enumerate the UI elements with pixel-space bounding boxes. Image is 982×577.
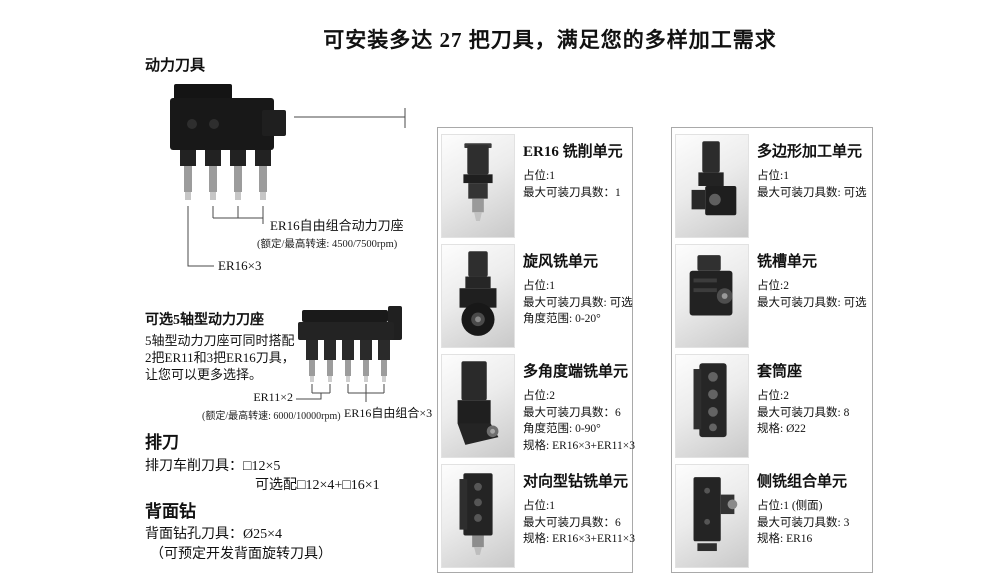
unit-column-1: ER16 铣削单元 占位:1 最大可装刀具数：1 旋风铣单元 占位:1 最 bbox=[437, 127, 635, 573]
unit-spec: 最大可装刀具数：6 bbox=[523, 516, 621, 529]
unit-spec: 角度范围: 0-90° bbox=[523, 423, 601, 435]
unit-title: 套筒座 bbox=[757, 364, 803, 380]
unit-spec: 最大可装刀具数: 可选 bbox=[757, 186, 867, 199]
polygon-machining-unit-image bbox=[675, 134, 749, 238]
unit-side-milling-combo: 侧铣组合单元 占位:1 (侧面) 最大可装刀具数: 3 规格: ER16 bbox=[675, 461, 869, 571]
er16-count-label: ER16×3 bbox=[218, 258, 262, 273]
unit-spec: 规格: ER16×3+ER11×3 bbox=[523, 439, 635, 452]
unit-opposed-drill-milling: 对向型钻铣单元 占位:1 最大可装刀具数：6 规格: ER16×3+ER11×3 bbox=[441, 461, 635, 571]
unit-title: 多角度端铣单元 bbox=[523, 364, 629, 380]
unit-spec: 规格: ER16 bbox=[757, 533, 813, 545]
unit-polygon-machining: 多边形加工单元 占位:1 最大可装刀具数: 可选 bbox=[675, 131, 869, 241]
er16-holder-label: ER16自由组合动力刀座 bbox=[270, 218, 404, 233]
unit-spec: 规格: ER16×3+ER11×3 bbox=[523, 533, 635, 545]
unit-spec: 占位:1 bbox=[523, 280, 555, 292]
unit-spec: 最大可装刀具数: 可选 bbox=[523, 296, 633, 309]
back-drill-heading: 背面钻 bbox=[145, 502, 196, 521]
unit-multi-angle-end-milling: 多角度端铣单元 占位:2 最大可装刀具数：6 角度范围: 0-90° 规格: E… bbox=[441, 351, 635, 461]
unit-title: 铣槽单元 bbox=[757, 254, 818, 270]
axis5-desc-line: 让您可以更多选择。 bbox=[145, 367, 263, 382]
er16-holder-spec: (额定/最高转速: 4500/7500rpm) bbox=[257, 239, 398, 250]
unit-spec: 占位:2 bbox=[757, 390, 789, 402]
unit-spec: 最大可装刀具数：1 bbox=[523, 186, 621, 199]
unit-column-2: 多边形加工单元 占位:1 最大可装刀具数: 可选 铣槽单元 占位:2 最大 bbox=[671, 127, 873, 573]
unit-title: 旋风铣单元 bbox=[523, 254, 599, 270]
unit-spec: 最大可装刀具数: 8 bbox=[757, 406, 850, 419]
back-drill-line2: （可预定开发背面旋转刀具） bbox=[150, 547, 332, 562]
unit-title: ER16 铣削单元 bbox=[523, 144, 623, 160]
whirlwind-milling-unit-image bbox=[441, 244, 515, 348]
unit-spec: 角度范围: 0-20° bbox=[523, 313, 601, 325]
unit-spec: 最大可装刀具数: 可选 bbox=[757, 296, 867, 309]
unit-spec: 规格: Ø22 bbox=[757, 423, 806, 435]
axis5-holder-image bbox=[296, 304, 408, 388]
unit-spec: 占位:2 bbox=[523, 390, 555, 402]
unit-spec: 占位:1 bbox=[757, 170, 789, 182]
er11-spec-label: (额定/最高转速: 6000/10000rpm) bbox=[202, 411, 341, 422]
unit-spec: 占位:2 bbox=[757, 280, 789, 292]
unit-spec: 最大可装刀具数: 3 bbox=[757, 516, 850, 529]
unit-title: 对向型钻铣单元 bbox=[523, 474, 629, 490]
gang-tools-line1: 排刀车削刀具：□12×5 bbox=[145, 459, 281, 474]
unit-spec: 占位:1 bbox=[523, 500, 555, 512]
unit-slot-milling: 铣槽单元 占位:2 最大可装刀具数: 可选 bbox=[675, 241, 869, 351]
opposed-drill-milling-unit-image bbox=[441, 464, 515, 568]
page-title: 可安装多达 27 把刀具，满足您的多样加工需求 bbox=[323, 28, 777, 52]
power-tools-heading: 动力刀具 bbox=[145, 58, 206, 74]
axis5-desc-line: 5轴型动力刀座可同时搭配 bbox=[145, 333, 295, 348]
axis5-heading: 可选5轴型动力刀座 bbox=[145, 313, 264, 328]
axis5-desc-line: 2把ER11和3把ER16刀具， bbox=[145, 350, 295, 365]
sleeve-holder-image bbox=[675, 354, 749, 458]
er16-free-combo-label: ER16自由组合×3 bbox=[344, 406, 433, 420]
unit-title: 多边形加工单元 bbox=[757, 144, 863, 160]
side-milling-combo-unit-image bbox=[675, 464, 749, 568]
unit-spec: 占位:1 bbox=[523, 170, 555, 182]
unit-whirlwind-milling: 旋风铣单元 占位:1 最大可装刀具数: 可选 角度范围: 0-20° bbox=[441, 241, 633, 351]
back-drill-line1: 背面钻孔刀具：Ø25×4 bbox=[145, 527, 283, 542]
gang-tools-heading: 排刀 bbox=[145, 433, 179, 452]
multi-angle-end-milling-unit-image bbox=[441, 354, 515, 458]
er16-milling-unit-image bbox=[441, 134, 515, 238]
unit-spec: 占位:1 (侧面) bbox=[757, 500, 823, 512]
er16-power-holder-image bbox=[162, 80, 294, 206]
er11-count-label: ER11×2 bbox=[253, 390, 293, 404]
unit-title: 侧铣组合单元 bbox=[757, 474, 848, 490]
unit-er16-milling: ER16 铣削单元 占位:1 最大可装刀具数：1 bbox=[441, 131, 629, 241]
unit-sleeve-holder: 套筒座 占位:2 最大可装刀具数: 8 规格: Ø22 bbox=[675, 351, 869, 461]
slot-milling-unit-image bbox=[675, 244, 749, 348]
gang-tools-line2: 可选配□12×4+□16×1 bbox=[255, 478, 380, 493]
unit-spec: 最大可装刀具数：6 bbox=[523, 406, 621, 419]
